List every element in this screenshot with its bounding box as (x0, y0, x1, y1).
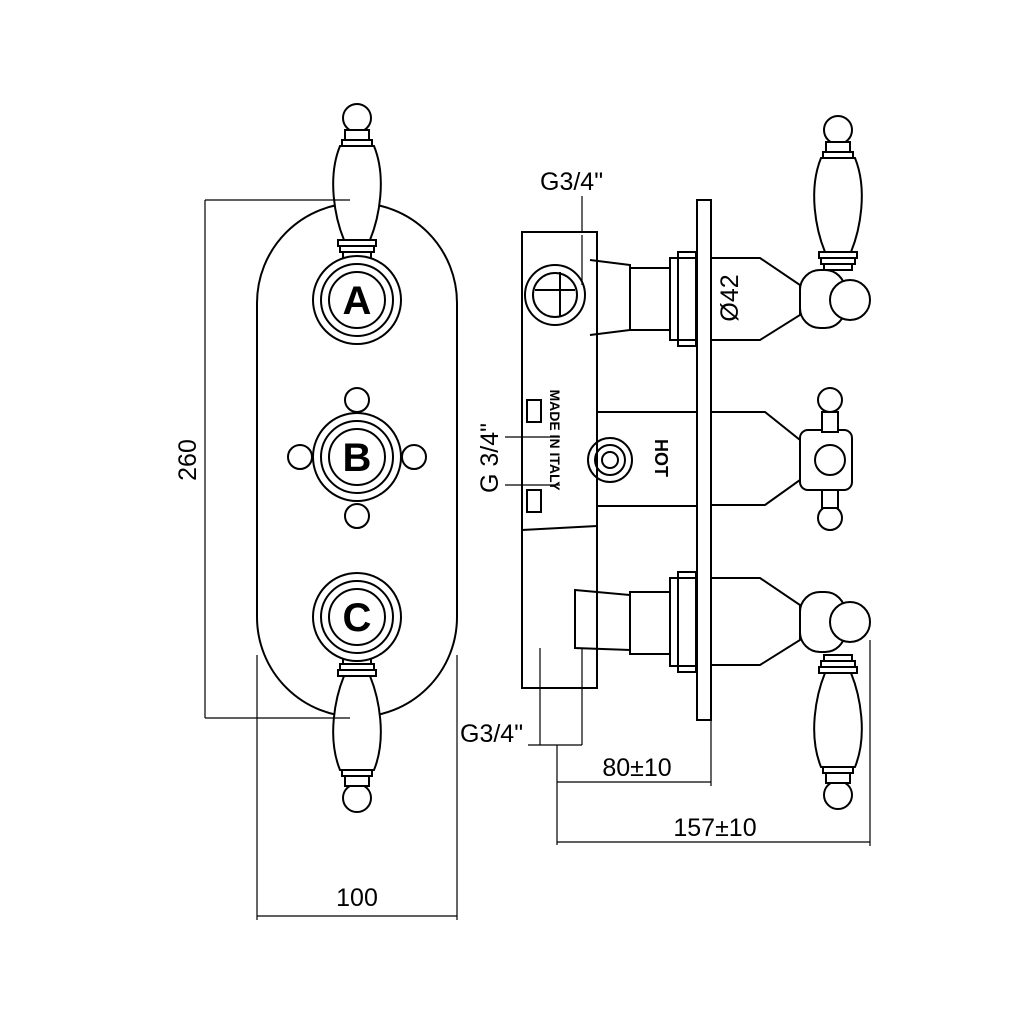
bottom-outlet (539, 571, 801, 745)
dimension-depth-body-label: 80±10 (602, 754, 671, 782)
knob-b: B (287, 387, 427, 529)
thread-label-middle: G 3/4" (476, 423, 504, 493)
thread-label-top: G3/4" (540, 168, 603, 196)
dimension-width-label: 100 (336, 884, 378, 912)
top-outlet (524, 235, 801, 347)
knob-label-c: C (343, 596, 372, 640)
dimension-height-label: 260 (174, 439, 202, 481)
knob-c: C (312, 572, 402, 813)
stamp-made-in-italy: MADE IN ITALY (547, 389, 563, 491)
stamp-hot: HOT (651, 439, 671, 477)
bottom-lever-side (799, 591, 871, 810)
wall-plate (696, 199, 712, 721)
dimension-depth-total: 157±10 (557, 640, 871, 846)
top-lever-side (799, 115, 871, 329)
knob-label-b: B (343, 436, 372, 480)
dimension-height: 260 (174, 199, 350, 719)
middle-thermostat (526, 387, 853, 531)
dimension-width: 100 (256, 655, 458, 920)
thread-label-bottom: G3/4" (460, 720, 523, 748)
dimension-depth-body: 80±10 (556, 720, 712, 845)
side-view: G3/4" G 3/4" G3/4" Ø42 MADE IN ITALY HOT… (460, 115, 871, 846)
knob-a: A (312, 103, 402, 345)
knob-label-a: A (343, 279, 372, 323)
diameter-label: Ø42 (716, 274, 744, 321)
dimension-depth-total-label: 157±10 (673, 814, 756, 842)
front-view: A B C (174, 103, 458, 920)
